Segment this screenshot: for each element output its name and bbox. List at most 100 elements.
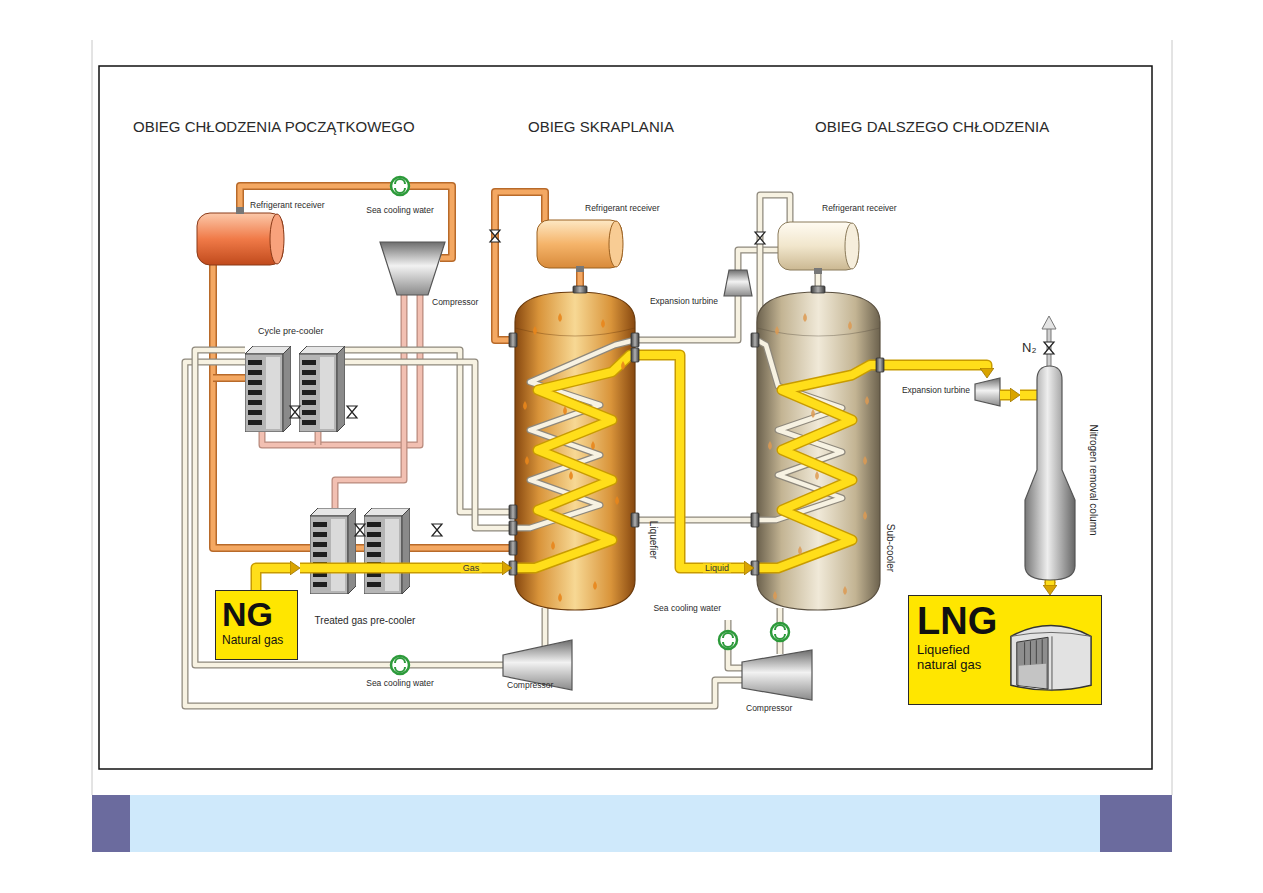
page-edge xyxy=(92,40,93,795)
expansion-turbine: Expansion turbine xyxy=(975,378,1000,406)
footer-band xyxy=(92,795,1172,852)
pipe-outline xyxy=(430,563,503,574)
gas-symbol: N₂ xyxy=(1022,341,1036,356)
subcooler-vessel xyxy=(754,365,897,568)
pipe-flange xyxy=(751,561,759,575)
refrigerant-receiver xyxy=(576,266,584,272)
liquefier-vessel xyxy=(512,355,660,568)
refrigerant-pipe xyxy=(543,608,548,648)
pipe-flange xyxy=(631,513,639,527)
equipment-label: Expansion turbine xyxy=(902,386,970,396)
refrigerant-pipe xyxy=(345,362,512,528)
subcooler-vessel xyxy=(754,292,897,610)
equipment-label: Treated gas pre-cooler xyxy=(300,615,430,627)
subcooler-vessel xyxy=(757,292,880,610)
refrigerant-receiver xyxy=(778,222,858,270)
pipe-flange xyxy=(509,541,517,555)
pipe-flange xyxy=(751,513,759,527)
valve-symbol xyxy=(490,230,500,242)
part-label: Refrigerant receiver xyxy=(822,204,897,214)
refrigerant-droplet xyxy=(803,313,807,322)
subcooler-vessel: Sub-cooler xyxy=(754,290,897,612)
refrigerant-droplet xyxy=(798,546,802,555)
section-heading: OBIEG DALSZEGO CHŁODZENIA xyxy=(815,118,1049,135)
equipment-label: Sub-cooler xyxy=(884,524,896,572)
refrigerant-droplet xyxy=(551,541,555,550)
refrigerant-droplet xyxy=(848,321,852,330)
pump-symbol xyxy=(771,623,789,641)
plate-heat-exchanger xyxy=(245,346,291,432)
gas-pipe xyxy=(300,564,430,572)
pipe-flange xyxy=(631,333,639,347)
refrigerant-pipe xyxy=(213,258,512,548)
refrigerant-droplet xyxy=(775,326,779,335)
pipe-flange xyxy=(509,521,517,535)
refrigerant-pipe xyxy=(635,517,757,524)
refrigerant-pipe xyxy=(315,432,322,445)
refrigerant-droplet xyxy=(591,441,595,450)
pipe-flange xyxy=(573,286,587,293)
heat-exchanger: Treated gas pre-cooler xyxy=(300,505,430,627)
part-label: Sea cooling water xyxy=(366,679,434,689)
valve-symbol xyxy=(290,406,300,418)
valve-symbol xyxy=(755,232,765,244)
refrigerant-pipe xyxy=(635,296,738,340)
gas-pipe xyxy=(256,355,1050,590)
section-heading: OBIEG SKRAPLANIA xyxy=(528,118,674,135)
expansion-turbine xyxy=(975,378,1000,406)
plate-heat-exchanger xyxy=(364,508,410,594)
pipe-flange xyxy=(751,333,759,347)
gas-flow-connector xyxy=(1000,391,1011,399)
pump-symbol xyxy=(391,656,409,674)
valve-symbol xyxy=(1044,342,1054,354)
pipe-outline xyxy=(1000,390,1011,401)
refrigerant-pipe xyxy=(335,295,404,508)
liquefier-vessel: Liquefier xyxy=(512,290,660,612)
pump-symbol xyxy=(391,177,789,674)
refrigerant-droplet xyxy=(523,313,625,602)
refrigerant-droplet xyxy=(621,361,625,370)
refrigerant-receiver xyxy=(537,220,622,268)
plate-heat-exchanger xyxy=(299,346,345,432)
subcooler-vessel xyxy=(754,365,897,568)
gas-flow-connector xyxy=(430,564,503,572)
text-column: LNGLiquefied natural gas xyxy=(917,602,1005,673)
refrigerant-pipe xyxy=(635,518,757,523)
pipe-outline xyxy=(256,568,291,590)
part-label: Compressor xyxy=(507,681,553,691)
plate-heat-exchanger xyxy=(310,508,356,594)
refrigerant-droplet xyxy=(523,401,527,410)
flow-label: Liquid xyxy=(703,564,731,573)
gas-flow-connector xyxy=(256,568,291,590)
pipe-flange xyxy=(811,286,825,293)
refrigerant-pipe xyxy=(335,295,404,508)
pipe-flange xyxy=(631,348,639,362)
box-caption: Liquefied natural gas xyxy=(917,642,1005,673)
pump-symbol xyxy=(391,177,409,195)
nitrogen-column: Nitrogen removal column xyxy=(1020,362,1105,582)
refrigerant-pipe xyxy=(345,362,512,528)
pipe-flange xyxy=(509,333,517,347)
footer-square xyxy=(92,795,130,852)
part-label: Compressor xyxy=(746,704,792,714)
pipe-flange xyxy=(876,358,884,372)
refrigerant-receiver xyxy=(814,268,822,274)
pipe-outline xyxy=(660,355,745,568)
gas-flow-connector xyxy=(660,355,745,568)
expansion-turbine xyxy=(724,270,1000,406)
refrigerant-droplet xyxy=(558,313,562,322)
valve-symbol xyxy=(290,230,1054,536)
slide-frame xyxy=(92,40,1172,852)
refrigerant-droplet xyxy=(843,586,847,595)
valve-symbol xyxy=(347,406,357,418)
part-label: Refrigerant receiver xyxy=(250,201,325,211)
valve-symbol xyxy=(355,524,365,536)
liquefier-vessel xyxy=(515,328,635,336)
refrigerant-pipe xyxy=(635,296,738,340)
refrigerant-receiver xyxy=(236,207,244,214)
part-label: Expansion turbine xyxy=(650,297,718,307)
